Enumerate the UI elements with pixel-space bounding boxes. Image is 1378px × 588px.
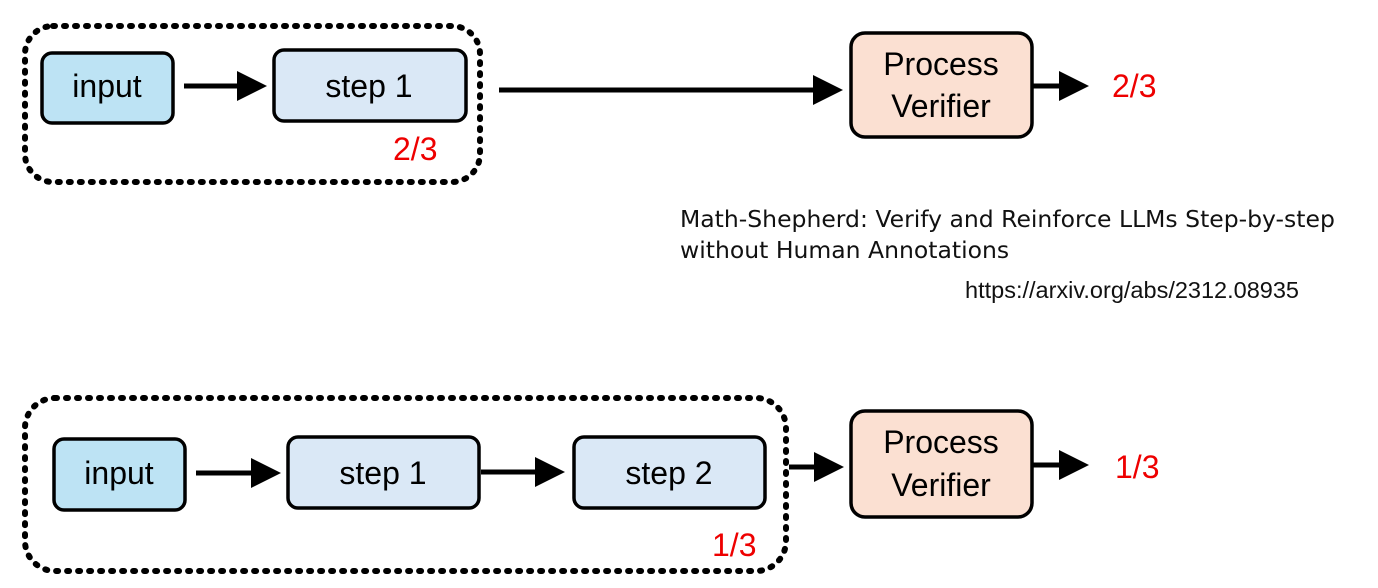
process-verifier-box xyxy=(849,409,1034,519)
group-score: 2/3 xyxy=(393,131,437,167)
input-box xyxy=(52,437,187,512)
step2-label: step 2 xyxy=(625,455,712,491)
paper-title-line1: Math-Shepherd: Verify and Reinforce LLMs… xyxy=(680,205,1335,233)
step2-box xyxy=(572,435,767,510)
group-score: 1/3 xyxy=(712,527,756,563)
verifier-label-line1: Process xyxy=(883,46,999,82)
diagram-2: input step 1 step 2 1/3 Process Verifier… xyxy=(22,395,1159,574)
diagram-1: input step 1 2/3 Process Verifier 2/3 xyxy=(22,23,1156,185)
output-score: 1/3 xyxy=(1115,449,1159,485)
dotted-group-box xyxy=(22,395,789,574)
step1-box xyxy=(286,435,481,510)
input-box xyxy=(40,51,175,125)
input-label: input xyxy=(84,455,154,491)
paper-title-line2: without Human Annotations xyxy=(680,236,1010,264)
step1-label: step 1 xyxy=(325,68,412,104)
step1-box xyxy=(272,48,468,123)
paper-url[interactable]: https://arxiv.org/abs/2312.08935 xyxy=(965,277,1300,303)
verifier-label-line2: Verifier xyxy=(891,467,991,503)
verifier-label-line2: Verifier xyxy=(891,88,991,124)
process-verifier-box xyxy=(849,31,1034,139)
dotted-group-box xyxy=(22,23,483,185)
output-score: 2/3 xyxy=(1112,68,1156,104)
verifier-label-line1: Process xyxy=(883,424,999,460)
input-label: input xyxy=(72,68,142,104)
step1-label: step 1 xyxy=(339,455,426,491)
